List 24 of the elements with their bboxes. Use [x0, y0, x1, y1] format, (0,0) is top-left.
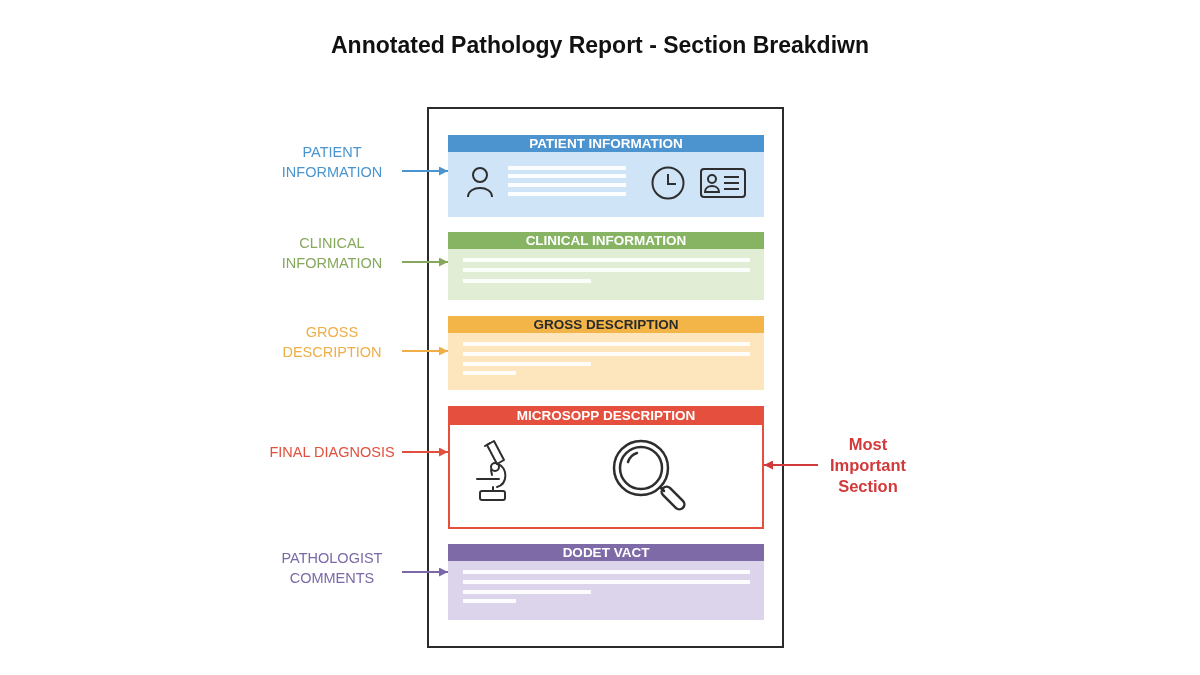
section-heading: GROSS DESCRIPTION [448, 316, 764, 333]
report-section [448, 232, 764, 300]
annotation-label: FINAL DIAGNOSIS [262, 442, 402, 462]
title: Annotated Pathology Report - Section Breakdiwn [331, 31, 869, 60]
report-page [427, 107, 784, 648]
section-heading: PATIENT INFORMATION [448, 135, 764, 152]
section-heading: DODET VACT [448, 544, 764, 561]
arrow [401, 257, 449, 267]
report-section [448, 406, 764, 529]
annotation-label: CLINICAL INFORMATION [262, 233, 402, 273]
annotation-label: GROSS DESCRIPTION [262, 322, 402, 362]
arrow [401, 567, 449, 577]
annotation-label: PATIENT INFORMATION [262, 142, 402, 182]
report-section [448, 135, 764, 217]
annotation-label: PATHOLOGIST COMMENTS [262, 548, 402, 588]
arrow [401, 346, 449, 356]
arrow [401, 447, 449, 457]
arrow [763, 460, 819, 470]
report-section [448, 544, 764, 620]
callout-label: Most Important Section [818, 434, 918, 497]
section-heading: MICROSOPP DESCRIPTION [448, 406, 764, 425]
arrow [401, 166, 449, 176]
section-heading: CLINICAL INFORMATION [448, 232, 764, 249]
report-section [448, 316, 764, 390]
